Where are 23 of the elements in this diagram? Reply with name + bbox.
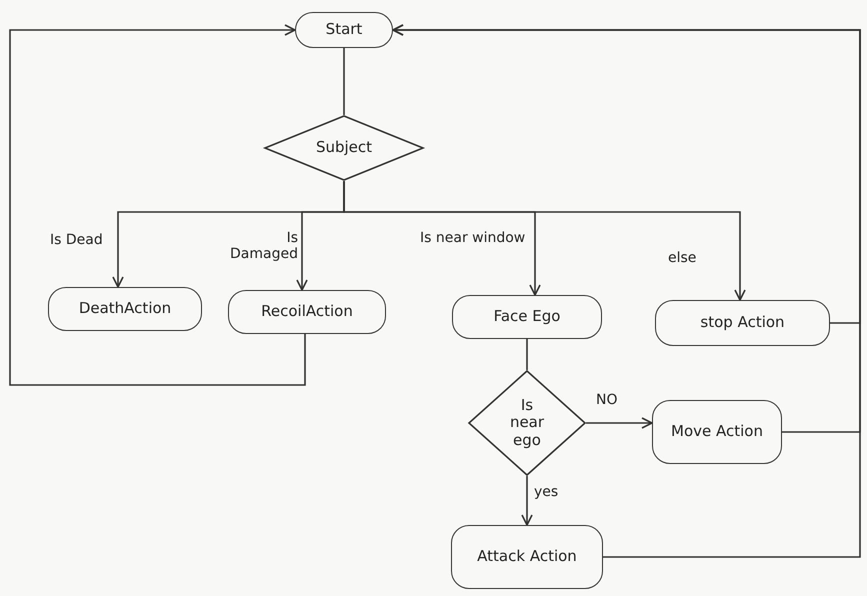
- decision-diamond: [468, 370, 586, 476]
- process-box: [655, 300, 830, 346]
- node-label: stop Action: [700, 314, 785, 332]
- node-label: Is near ego: [508, 397, 546, 449]
- arrow: [521, 476, 533, 526]
- process-box: [451, 525, 603, 589]
- process-box: [228, 290, 386, 334]
- arrow: [392, 24, 861, 558]
- arrow: [343, 181, 746, 301]
- process-box: [652, 400, 782, 464]
- process-box: [48, 287, 202, 331]
- process-box: [452, 295, 602, 339]
- arrow: [586, 417, 653, 429]
- node-label: Face Ego: [494, 308, 560, 326]
- process-box: [295, 12, 393, 48]
- node-label: Start: [326, 21, 362, 39]
- arrow: [9, 24, 306, 386]
- node-label: DeathAction: [78, 300, 172, 318]
- node-label: Move Action: [671, 423, 763, 441]
- decision-diamond: [264, 115, 424, 181]
- node-label: Attack Action: [477, 548, 577, 566]
- node-label: Subject: [316, 139, 372, 157]
- node-label: RecoilAction: [261, 303, 353, 321]
